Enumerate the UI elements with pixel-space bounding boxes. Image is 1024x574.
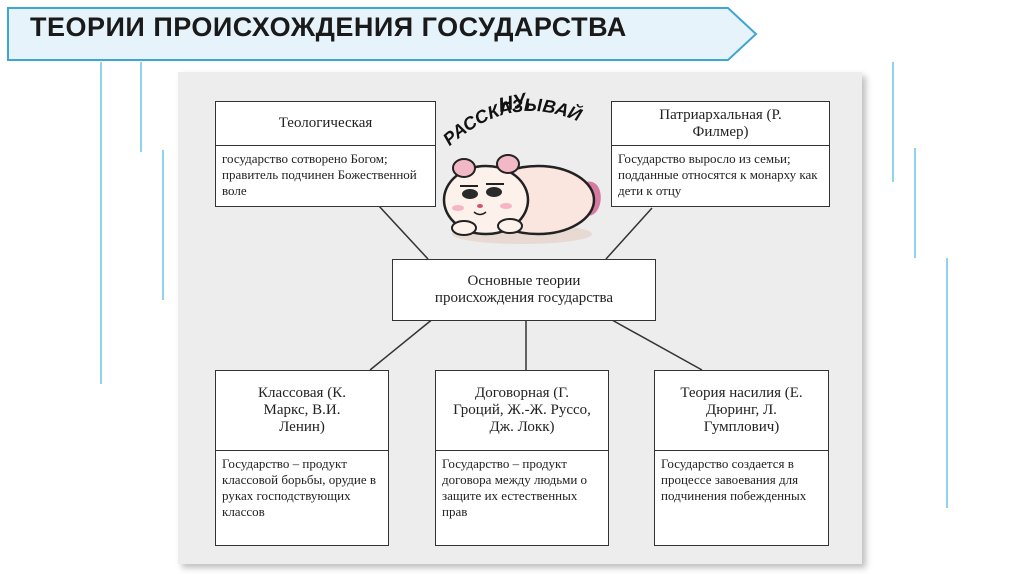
theory-head: Теория насилия (Е. Дюринг, Л. Гумплович) (655, 371, 828, 451)
theory-head: Патриархальная (Р. Филмер) (612, 102, 829, 146)
theory-box-violence: Теория насилия (Е. Дюринг, Л. Гумплович)… (654, 370, 829, 546)
sticker-text-line2: РАССКАЗЫВАЙ (439, 95, 586, 150)
accent-line-right-1 (892, 62, 894, 182)
accent-line-left-3 (162, 150, 164, 300)
accent-line-right-3 (946, 258, 948, 508)
accent-line-right-2 (914, 148, 916, 258)
theory-body: государство сотворено Богом; правитель п… (222, 151, 417, 198)
accent-line-left-1 (100, 62, 102, 384)
theory-box-class: Классовая (К. Маркс, В.И. Ленин) Государ… (215, 370, 389, 546)
theory-box-contract: Договорная (Г. Гроций, Ж.-Ж. Руссо, Дж. … (435, 370, 609, 546)
theory-head: Договорная (Г. Гроций, Ж.-Ж. Руссо, Дж. … (436, 371, 608, 451)
theory-head: Классовая (К. Маркс, В.И. Ленин) (216, 371, 388, 451)
theory-body: Государство – продукт договора между люд… (442, 456, 588, 519)
title-banner (7, 7, 758, 61)
accent-line-left-2 (140, 62, 142, 152)
theory-head: Теологическая (216, 102, 435, 146)
theory-body: Государство создается в процессе завоева… (661, 456, 807, 503)
theory-box-theological: Теологическая государство сотворено Бого… (215, 101, 436, 207)
page-title: ТЕОРИИ ПРОИСХОЖДЕНИЯ ГОСУДАРСТВА (30, 12, 627, 42)
hamster-sticker: НУ, РАССКАЗЫВАЙ (439, 89, 601, 244)
theory-body: Государство выросло из семьи; подданные … (618, 151, 818, 198)
theory-body: Государство – продукт классовой борьбы, … (222, 456, 377, 519)
svg-text:РАССКАЗЫВАЙ: РАССКАЗЫВАЙ (439, 95, 586, 150)
theory-box-patriarchal: Патриархальная (Р. Филмер) Государство в… (611, 101, 830, 207)
central-topic-box: Основные теории происхождения государств… (392, 259, 656, 321)
